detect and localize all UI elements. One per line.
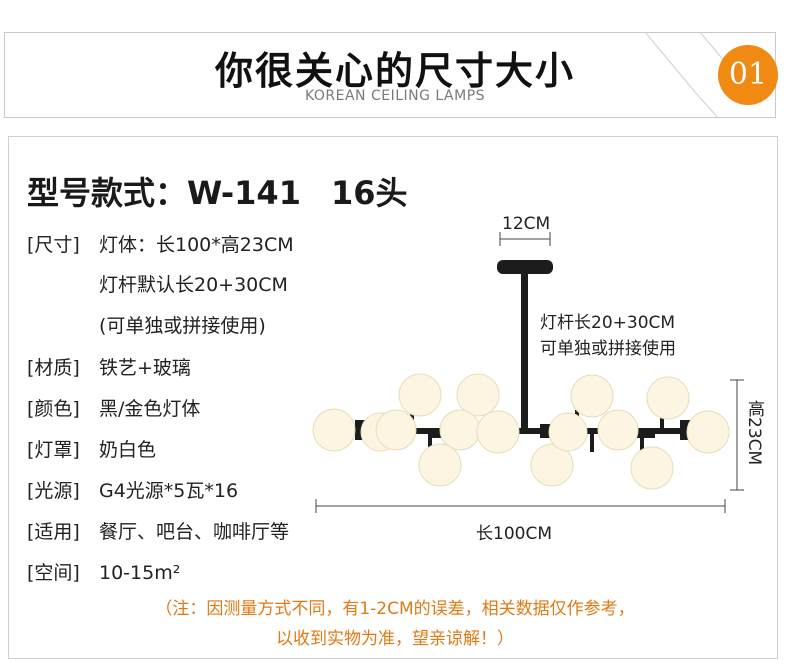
ceiling-canopy — [497, 260, 553, 274]
length-marker — [315, 499, 726, 513]
spec-row-size: [尺寸] 灯体：长100*高23CM — [27, 230, 294, 257]
spec-value: 餐厅、吧台、咖啡厅等 — [99, 521, 290, 543]
canopy-width-marker — [499, 232, 551, 246]
header-corner-decoration — [644, 32, 726, 118]
measurement-note-line2: 以收到实物为准，望亲谅解！） — [276, 629, 514, 649]
spec-label: [尺寸] — [27, 234, 80, 256]
spec-label: [光源] — [27, 480, 80, 502]
model-code: W-141 — [187, 174, 301, 212]
hanging-rod — [521, 274, 528, 434]
lamp-dimension-diagram — [312, 232, 744, 513]
spec-row-rod: 灯杆默认长20+30CM — [27, 270, 288, 297]
rod-length-label: 灯杆长20+30CM — [540, 313, 676, 333]
main-frame-bar — [360, 428, 690, 434]
spec-row-space: [空间] 10-15m² — [27, 558, 180, 585]
model-heads: 16头 — [330, 174, 408, 212]
height-marker — [730, 379, 744, 491]
spec-value: 黑/金色灯体 — [99, 398, 201, 420]
section-number-badge: 01 — [718, 45, 778, 105]
spec-row-color: [颜色] 黑/金色灯体 — [27, 394, 200, 421]
page-subtitle: KOREAN CEILING LAMPS — [304, 88, 486, 104]
model-heading: 型号款式：W-141 16头 — [27, 168, 408, 214]
spec-value: 灯杆默认长20+30CM — [99, 274, 288, 296]
spec-row-usage: [适用] 餐厅、吧台、咖啡厅等 — [27, 517, 289, 544]
spec-label: [材质] — [27, 357, 80, 379]
measurement-note-line1: （注：因测量方式不同，有1-2CM的误差，相关数据仅作参考， — [155, 599, 635, 619]
model-label: 型号款式： — [27, 174, 188, 212]
spec-value: G4光源*5瓦*16 — [99, 480, 239, 502]
spec-label: [适用] — [27, 521, 80, 543]
length-label: 长100CM — [476, 524, 552, 544]
spec-label: [颜色] — [27, 398, 80, 420]
rod-note-label: 可单独或拼接使用 — [540, 339, 676, 359]
spec-row-rod-note: (可单独或拼接使用) — [27, 311, 266, 338]
height-label: 高23CM — [744, 400, 764, 466]
spec-value: 灯体：长100*高23CM — [99, 234, 294, 256]
spec-frame — [8, 136, 778, 659]
spec-row-light-source: [光源] G4光源*5瓦*16 — [27, 476, 238, 503]
spec-value: 10-15m² — [99, 562, 181, 584]
spec-value: 铁艺+玻璃 — [99, 357, 191, 379]
spec-row-shade: [灯罩] 奶白色 — [27, 435, 156, 462]
canopy-width-label: 12CM — [502, 214, 551, 234]
spec-row-material: [材质] 铁艺+玻璃 — [27, 353, 191, 380]
glass-globes — [312, 373, 730, 490]
spec-label: [空间] — [27, 562, 80, 584]
spec-value: (可单独或拼接使用) — [99, 315, 266, 337]
spec-value: 奶白色 — [99, 439, 157, 461]
page-title: 你很关心的尺寸大小 — [214, 49, 575, 93]
spec-label: [灯罩] — [27, 439, 80, 461]
